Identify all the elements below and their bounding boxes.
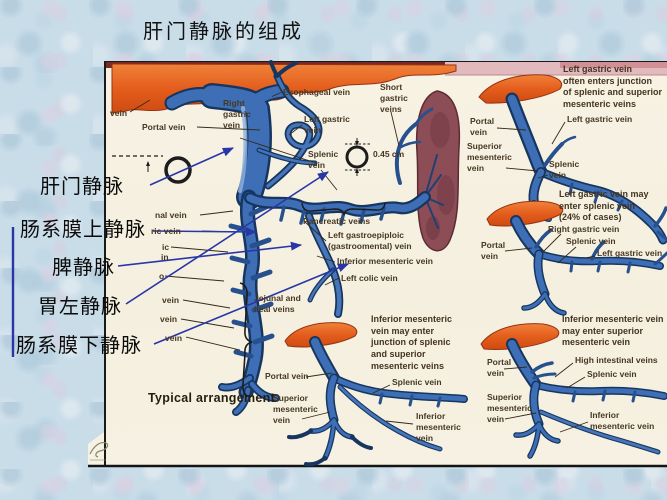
fragment-vein-2: nal vein — [155, 210, 187, 220]
label-portal-vein: Portal vein — [142, 122, 186, 132]
page-title: 肝门静脉的组成 — [143, 19, 304, 43]
v2-label-portal-vein: Portal vein — [481, 240, 506, 262]
short-gastric-veins-vessel — [394, 107, 434, 185]
label-caliber-measurement: 0.45 cm — [373, 149, 405, 159]
caption-typical-arrangement: Typical arrangement — [148, 391, 276, 405]
v1-label-left-gastric-vein: Left gastric vein — [567, 114, 633, 124]
note-top-right-variant: Left gastric vein often enters junction … — [563, 64, 663, 110]
v3-label-splenic-vein: Splenic vein — [587, 369, 637, 379]
v2-label-left-gastric-vein: Left gastric vein — [597, 248, 663, 258]
esophageal-vein-vessel — [269, 60, 298, 78]
variant-top-right-vessels — [478, 74, 667, 245]
label-splenic-vein: Splenic vein — [308, 149, 339, 171]
fragment-vein-1: vein — [110, 108, 128, 118]
label-inferior-mesenteric: Inferior mesenteric vein — [337, 256, 433, 266]
variant-bottom-right-vessels — [480, 323, 667, 459]
fragment-vein-3: ric vein — [151, 226, 181, 236]
fragment-vein-7: vein — [162, 295, 180, 305]
note-bottom-right-variant: Inferior mesenteric vein may enter super… — [562, 314, 664, 348]
label-esophageal-vein: Esophageal vein — [283, 87, 351, 97]
fragment-vein-5: in — [161, 252, 169, 262]
artist-signature — [89, 441, 109, 461]
note-middle-right-variant: Left gastric vein may enter splenic vein… — [559, 189, 649, 223]
fragment-vein-9: vein — [165, 333, 183, 343]
label-right-gastric-vein: Right gastric vein — [223, 98, 251, 131]
label-left-gastric-vein: Left gastric vein — [304, 114, 350, 136]
panel-bottom-border — [88, 432, 667, 468]
spleen-illustration — [415, 90, 461, 252]
label-left-gastroepiploic: Left gastroepiploic (gastroomental) vein — [328, 230, 412, 252]
v2-label-splenic-vein: Splenic vein — [566, 236, 616, 246]
caliber-measurements — [112, 138, 371, 184]
v3-label-high-intestinal: High intestinal veins — [575, 355, 658, 365]
label-left-colic-vein: Left colic vein — [341, 273, 398, 283]
zh-label-inferior-mesenteric: 肠系膜下静脉 — [16, 333, 142, 357]
left-gastric-vein-vessel — [256, 60, 323, 190]
v4-label-portal-vein: Portal vein — [265, 371, 309, 381]
label-pancreatic-veins: Pancreatic veins — [303, 216, 371, 226]
pancreatic-veins-brace — [301, 202, 386, 216]
v4-label-splenic-vein: Splenic vein — [392, 377, 442, 387]
variant-bottom-middle-vessels — [284, 322, 468, 467]
zh-label-superior-mesenteric: 肠系膜上静脉 — [20, 217, 146, 241]
fragment-vein-6: o — [159, 271, 165, 281]
v4-label-inferior-mesenteric: Inferior mesenteric vein — [416, 411, 461, 444]
chinese-leader-lines — [11, 147, 350, 357]
v3-label-portal-vein: Portal vein — [487, 357, 512, 379]
variant-middle-right-vessels — [486, 200, 667, 316]
high-intestinal-veins-vessel — [530, 361, 557, 380]
portal-vein-vessel — [164, 83, 290, 210]
v1-label-splenic-vein: Splenic vein — [549, 159, 580, 181]
jejunal-ileal-brace — [239, 282, 253, 398]
v1-label-portal-vein: Portal vein — [470, 116, 495, 138]
v3-label-superior-mesenteric: Superior mesenteric vein — [487, 392, 532, 425]
v3-label-inferior-mesenteric: Inferior mesenteric vein — [590, 410, 655, 432]
zh-label-splenic-vein: 脾静脉 — [52, 255, 115, 279]
label-jejunal-ileal-veins: Jejunal and ileal veins — [254, 293, 301, 315]
v1-label-superior-mesenteric: Superior mesenteric vein — [467, 141, 512, 174]
fragment-vein-8: vein — [160, 314, 178, 324]
label-short-gastric-veins: Short gastric veins — [380, 82, 408, 115]
note-bottom-middle-variant: Inferior mesenteric vein may enter junct… — [371, 314, 453, 371]
fragment-vein-4: ic — [162, 242, 170, 252]
v4-label-superior-mesenteric: Superior mesenteric vein — [273, 393, 318, 426]
zh-label-portal-vein: 肝门静脉 — [40, 174, 124, 198]
v2-label-right-gastric-vein: Right gastric vein — [548, 224, 620, 234]
zh-label-left-gastric: 胃左静脉 — [38, 294, 122, 318]
